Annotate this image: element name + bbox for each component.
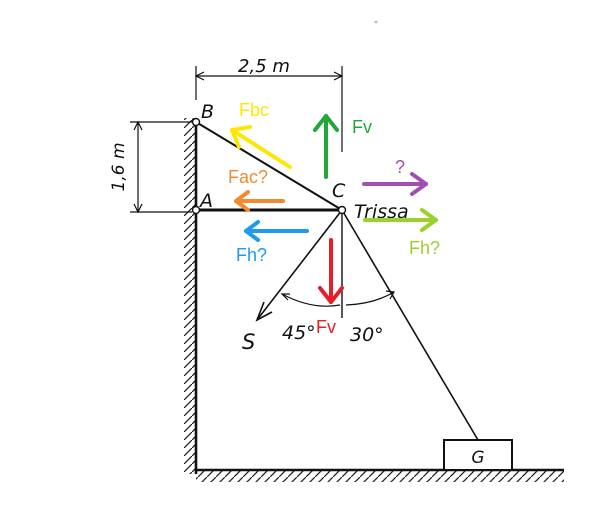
- rope-cs: [256, 209, 343, 321]
- member-bc: [195, 121, 343, 211]
- label-unknown: ?: [395, 157, 405, 177]
- angle-right-label: 30°: [350, 324, 384, 346]
- force-labels: Fbc Fv ? Fac? Fh? Fh? Fv: [228, 100, 440, 337]
- weight-g: G: [443, 439, 513, 471]
- truss-members: [195, 121, 479, 441]
- joints: [191, 117, 347, 215]
- label-b: B: [201, 101, 214, 123]
- arrow-fbc: [230, 125, 292, 169]
- angle-arc-right: [345, 291, 395, 306]
- label-fac: Fac?: [228, 167, 268, 187]
- angle-left-label: 45°: [282, 322, 316, 344]
- dimension-width: [194, 66, 344, 152]
- angle-arc-left: [281, 293, 341, 307]
- angle-arcs: [280, 290, 395, 307]
- joint-a: [191, 205, 201, 215]
- rope-cg: [341, 209, 479, 441]
- arrow-fv-down: [318, 238, 344, 304]
- label-g: G: [471, 448, 484, 468]
- arrow-fv-up: [313, 114, 339, 179]
- label-fv-up: Fv: [352, 117, 372, 137]
- label-a: A: [198, 190, 213, 212]
- label-trissa: Trissa: [354, 201, 409, 223]
- arrow-fh-left: [244, 220, 309, 242]
- speck: [374, 20, 378, 24]
- dimension-height: [130, 120, 192, 214]
- force-arrows: [230, 114, 438, 304]
- label-s: S: [242, 330, 255, 354]
- wall: [184, 118, 198, 474]
- ground: [196, 468, 564, 482]
- joint-c: [337, 205, 347, 215]
- joint-b: [191, 117, 201, 127]
- label-fh-right: Fh?: [409, 238, 440, 258]
- arrow-unknown: [362, 172, 428, 196]
- label-fv-down: Fv: [316, 317, 336, 337]
- label-c: C: [332, 180, 346, 202]
- arrow-s-head: [255, 301, 273, 322]
- dimension-height-label: 1,6 m: [109, 143, 129, 192]
- arrow-fac: [234, 190, 285, 212]
- dimension-width-label: 2,5 m: [238, 56, 290, 77]
- label-fbc: Fbc: [239, 100, 269, 120]
- arrow-fh-right: [363, 208, 438, 232]
- label-fh-left: Fh?: [236, 245, 267, 265]
